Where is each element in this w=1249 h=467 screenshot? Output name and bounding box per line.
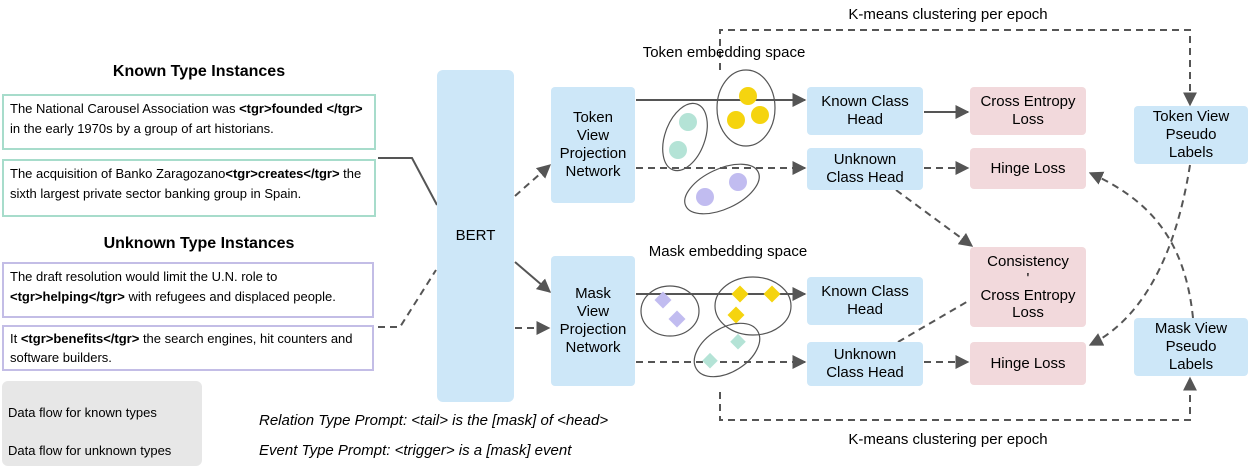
cluster-point [696, 188, 714, 206]
mask-hinge-loss: Hinge Loss [970, 342, 1086, 385]
arrow-bert-to-mask-projection [514, 261, 552, 293]
bert-encoder: BERT [437, 70, 514, 402]
cluster-point [729, 173, 747, 191]
kmeans-bottom-label: K-means clustering per epoch [848, 431, 1048, 448]
mask-view-projection-network: Mask View Projection Network [551, 256, 635, 386]
cluster-point [731, 285, 749, 303]
token-hinge-loss: Hinge Loss [970, 148, 1086, 189]
known-instance-1-before: The National Carousel Association was [10, 101, 240, 116]
unknown-instance-2: It <tgr>benefits</tgr> the search engine… [2, 325, 374, 371]
known-instance-2-after: the sixth largest private sector banking… [10, 166, 362, 201]
legend-known-label: Data flow for known types [8, 405, 157, 420]
unknown-instance-1: The draft resolution would limit the U.N… [2, 262, 374, 318]
legend-unknown-label: Data flow for unknown types [8, 443, 172, 458]
cluster-point [763, 285, 781, 303]
token-embedding-space-label: Token embedding space [642, 44, 806, 61]
arrow-bert-to-token-projection [514, 164, 552, 197]
cluster-point [679, 113, 697, 131]
known-instance-1: The National Carousel Association was <t… [2, 94, 376, 150]
cluster-ellipse-teal [693, 322, 761, 378]
arrow-unknown-instance-to-bert [378, 269, 437, 328]
known-section-title: Known Type Instances [112, 63, 286, 80]
known-instance-2: The acquisition of Banko Zaragozano<tgr>… [2, 159, 376, 217]
cluster-point [668, 310, 686, 328]
cluster-point [730, 333, 746, 350]
mask-embedding-space-label: Mask embedding space [648, 243, 808, 260]
unknown-instance-2-before: It [10, 331, 21, 346]
unknown-instance-2-after: the search engines, hit counters and sof… [10, 331, 353, 365]
cluster-point [751, 106, 769, 124]
cluster-point [702, 352, 718, 369]
cluster-ellipse-yellow [714, 276, 792, 336]
unknown-instance-1-before: The draft resolution would limit the U.N… [10, 269, 278, 284]
arrow-known-instances-to-bert [378, 157, 438, 206]
token-view-projection-network: Token View Projection Network [551, 87, 635, 203]
kmeans-top-label: K-means clustering per epoch [848, 6, 1048, 23]
consistency-cross-entropy-loss: Consistency ' Cross Entropy Loss [970, 247, 1086, 327]
unknown-instance-2-trigger: <tgr>benefits</tgr> [20, 331, 140, 346]
unknown-instance-1-after: with refugees and displaced people. [124, 289, 336, 304]
known-instance-2-trigger: <tgr>creates</tgr> [225, 166, 340, 181]
cluster-point [654, 291, 672, 309]
cluster-ellipse-teal [662, 102, 708, 172]
known-instance-2-before: The acquisition of Banko Zaragozano [10, 166, 226, 181]
cluster-point [669, 141, 687, 159]
known-instance-1-after: in the early 1970s by a group of art his… [10, 121, 274, 136]
cluster-point [739, 87, 757, 105]
mask-embedding-clusters [640, 276, 792, 378]
arrow-kmeans-bottom-loop [719, 376, 1197, 421]
unknown-instance-1-trigger: <tgr>helping</tgr> [10, 289, 125, 304]
arrow-mask-unknown-head-to-consistency [897, 299, 971, 343]
cluster-point [727, 306, 745, 324]
known-instance-1-trigger: <tgr>founded </tgr> [239, 101, 363, 116]
mask-unknown-class-head: Unknown Class Head [807, 342, 923, 386]
unknown-flow-arrows [378, 29, 1197, 421]
token-cross-entropy-loss: Cross Entropy Loss [970, 87, 1086, 135]
token-view-pseudo-labels: Token View Pseudo Labels [1134, 106, 1248, 164]
cluster-ellipse-purple [684, 163, 760, 215]
token-embedding-clusters [662, 69, 776, 215]
event-type-prompt: Event Type Prompt: <trigger> is a [mask]… [259, 442, 572, 459]
mask-known-class-head: Known Class Head [807, 277, 923, 325]
arrow-token-unknown-head-to-consistency [895, 189, 974, 247]
token-known-class-head: Known Class Head [807, 87, 923, 135]
arrow-kmeans-top-loop [719, 29, 1197, 107]
arrow-mask-labels-to-token-hinge [1088, 171, 1194, 319]
legend: Data flow for known types Data flow for … [2, 381, 202, 466]
unknown-section-title: Unknown Type Instances [103, 235, 295, 252]
cluster-ellipse-purple [640, 285, 700, 337]
cluster-point [727, 111, 745, 129]
relation-type-prompt: Relation Type Prompt: <tail> is the [mas… [259, 412, 609, 429]
token-unknown-class-head: Unknown Class Head [807, 148, 923, 190]
arrow-token-labels-to-mask-hinge [1088, 164, 1191, 346]
cluster-ellipse-yellow [716, 69, 776, 147]
mask-view-pseudo-labels: Mask View Pseudo Labels [1134, 318, 1248, 376]
